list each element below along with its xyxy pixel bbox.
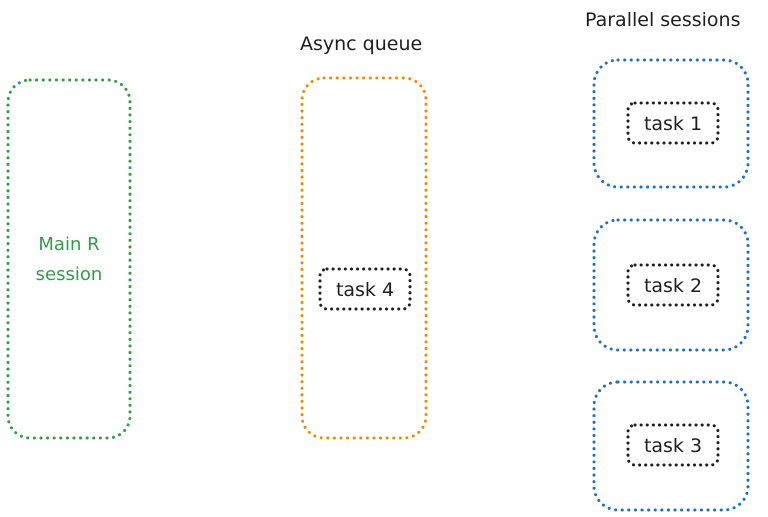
task-label-3: task 3 (644, 435, 702, 457)
task-label-4: task 4 (336, 279, 394, 301)
parallel-sessions-title: Parallel sessions (585, 9, 741, 31)
async-queue-box (300, 76, 428, 440)
task-label-1: task 1 (644, 113, 702, 135)
async-queue-title: Async queue (300, 33, 423, 55)
task-label-2: task 2 (644, 275, 702, 297)
main-session-box (6, 78, 132, 440)
task-box-1 (626, 101, 720, 145)
main-session-label-line1: Main R (38, 234, 100, 255)
task-box-2 (626, 263, 720, 307)
parallel-session-box-1 (592, 58, 750, 189)
main-session-label: Main R session (8, 230, 130, 290)
parallel-session-box-2 (592, 218, 750, 352)
task-box-4 (318, 267, 412, 311)
main-session-label-line2: session (35, 264, 103, 285)
task-box-3 (626, 423, 720, 467)
parallel-session-box-3 (592, 380, 750, 512)
